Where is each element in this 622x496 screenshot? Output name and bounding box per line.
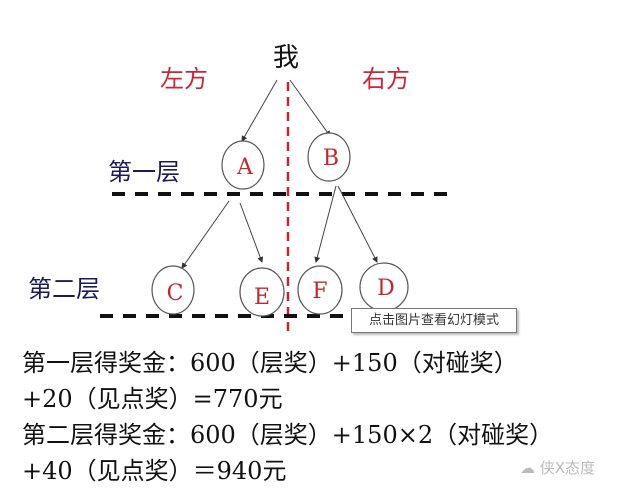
node-a-circle xyxy=(221,140,265,190)
node-c-circle xyxy=(151,265,195,315)
node-b-circle xyxy=(307,132,351,182)
node-d: D xyxy=(377,276,395,301)
left-side-label: 左方 xyxy=(160,65,208,93)
arrow-b-f xyxy=(314,185,337,263)
right-side-label: 右方 xyxy=(362,65,410,93)
slideshow-tooltip[interactable]: 点击图片查看幻灯模式 xyxy=(351,308,517,333)
root-node: 我 xyxy=(273,43,299,73)
explanation-line-3: 第二层得奖金：600（层奖）+150×2（对碰奖） xyxy=(22,421,554,449)
node-f-circle xyxy=(297,265,343,315)
watermark-text: 侠X态度 xyxy=(539,459,596,477)
arrow-a-c xyxy=(181,200,230,269)
arrow-root-b xyxy=(289,79,331,137)
node-e-circle xyxy=(239,267,285,317)
node-b: B xyxy=(323,146,339,171)
node-c: C xyxy=(167,281,184,306)
watermark: ☁ 侠X态度 xyxy=(520,457,595,478)
node-e: E xyxy=(254,285,270,310)
node-a: A xyxy=(236,155,254,180)
explanation-line-1: 第一层得奖金：600（层奖）+150（对碰奖） xyxy=(22,349,518,377)
arrow-root-a xyxy=(241,79,278,142)
explanation-line-4: +40（见点奖）＝940元 xyxy=(22,457,287,485)
wechat-icon: ☁ xyxy=(520,459,540,477)
arrow-b-d xyxy=(337,185,378,263)
level2-label: 第二层 xyxy=(28,275,100,303)
level1-label: 第一层 xyxy=(108,158,180,186)
explanation-line-2: +20（见点奖）=770元 xyxy=(22,385,283,413)
arrow-a-e xyxy=(239,202,264,263)
node-f: F xyxy=(312,279,327,304)
